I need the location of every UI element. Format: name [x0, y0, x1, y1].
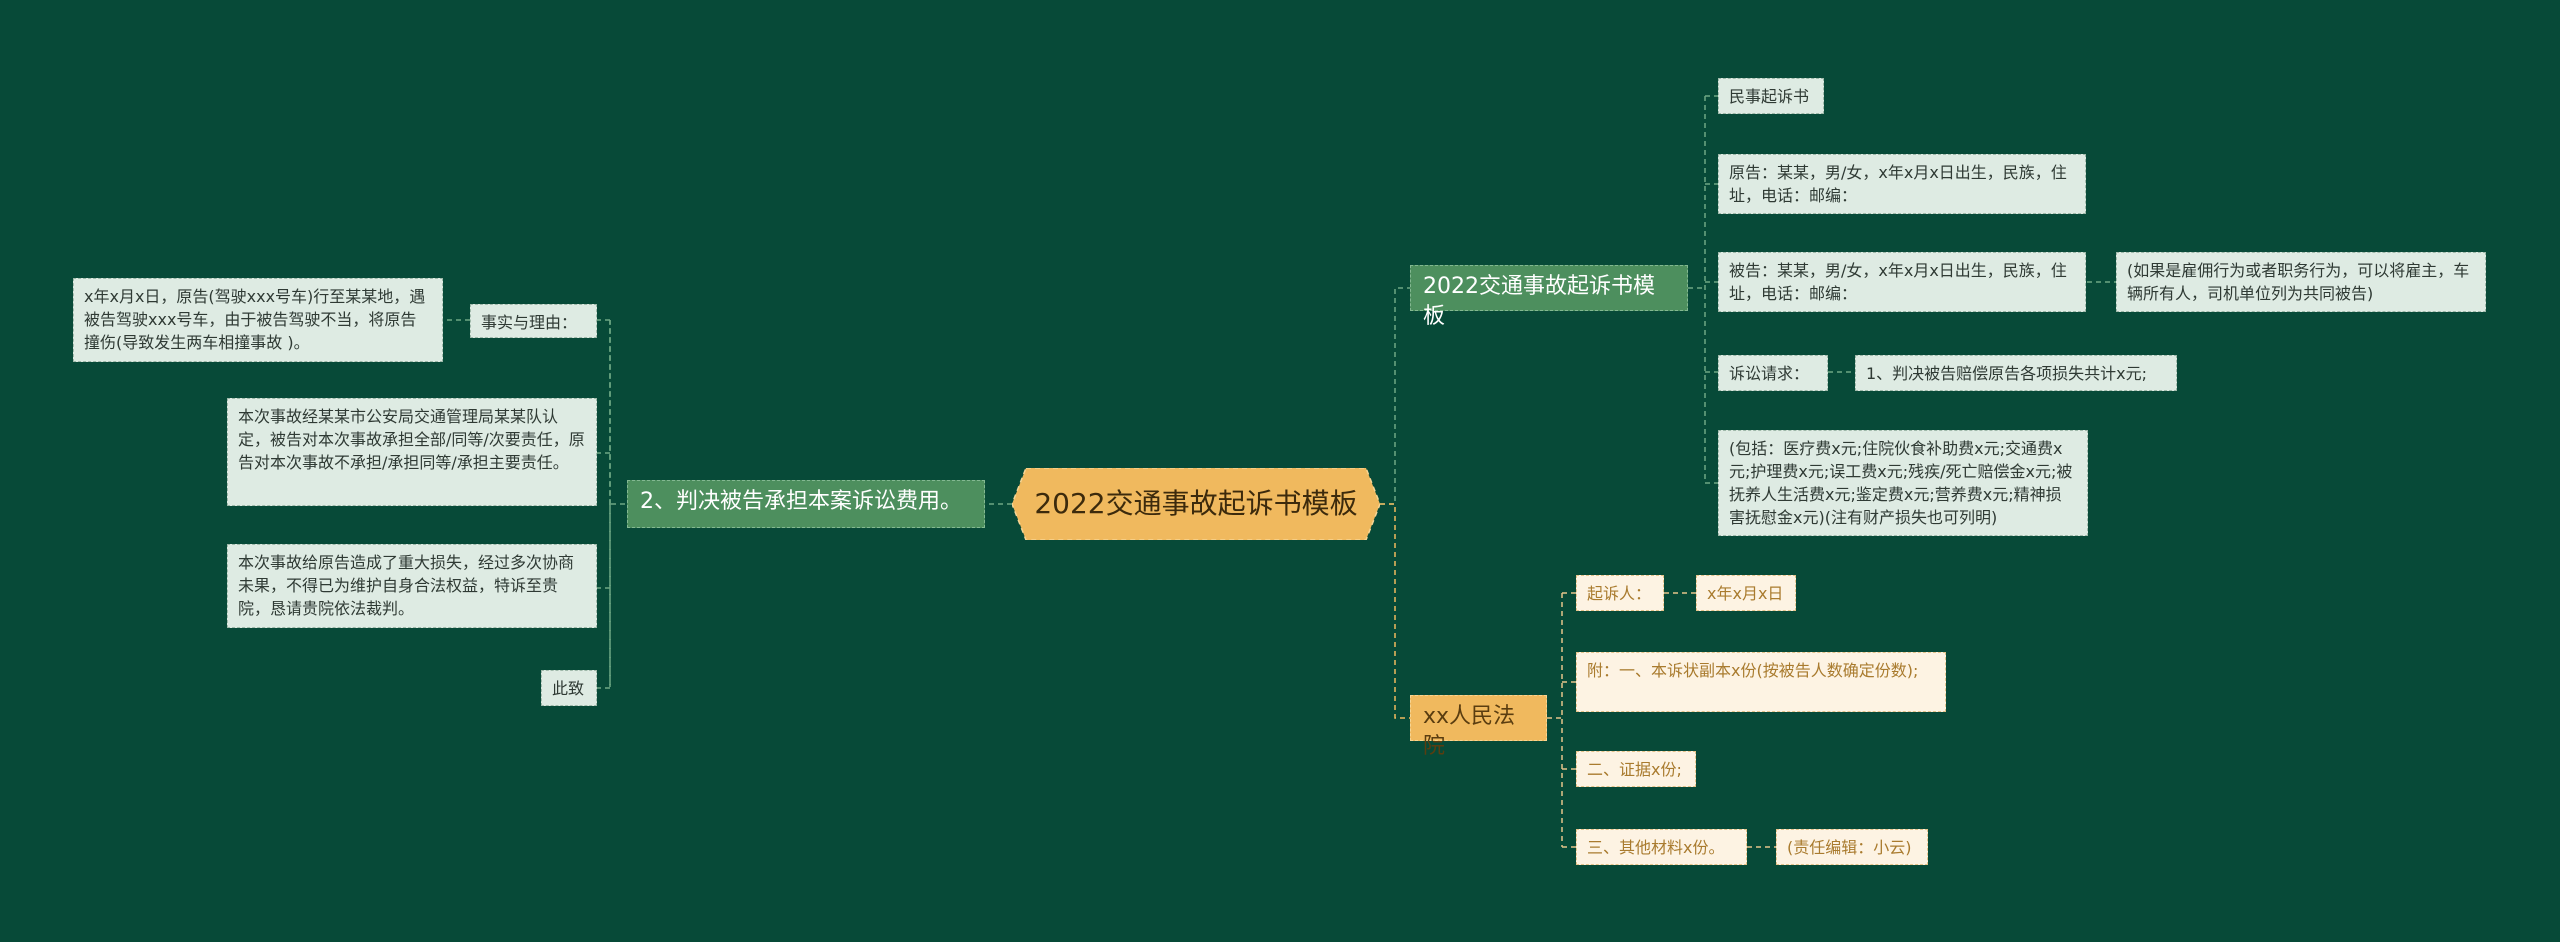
loss-text[interactable]: 本次事故给原告造成了重大损失，经过多次协商未果，不得已为维护自身合法权益，特诉至…	[227, 544, 597, 628]
plaintiff-info[interactable]: 原告：某某，男/女，x年x月x日出生，民族，住址，电话：邮编：	[1718, 154, 2086, 214]
doc-title[interactable]: 民事起诉书	[1718, 78, 1824, 114]
fact-reason-label[interactable]: 事实与理由：	[470, 304, 597, 338]
claim-label[interactable]: 诉讼请求：	[1718, 355, 1828, 391]
defendant-note[interactable]: (如果是雇佣行为或者职务行为，可以将雇主，车辆所有人，司机单位列为共同被告)	[2116, 252, 2486, 312]
closing-text[interactable]: 此致	[541, 670, 597, 706]
center-hexagon-shape	[1012, 468, 1380, 540]
editor-note[interactable]: (责任编辑：小云)	[1776, 829, 1928, 865]
branch-litigation-cost-label: 2、判决被告承担本案诉讼费用。	[640, 489, 962, 514]
branch-court-label: xx人民法院	[1423, 704, 1516, 759]
responsibility-text[interactable]: 本次事故经某某市公安局交通管理局某某队认定，被告对本次事故承担全部/同等/次要责…	[227, 398, 597, 506]
center-topic-label: 2022交通事故起诉书模板	[1034, 487, 1358, 520]
center-topic[interactable]: 2022交通事故起诉书模板	[1012, 468, 1380, 540]
branch-template-label: 2022交通事故起诉书模板	[1423, 274, 1655, 329]
attachment-1[interactable]: 附：一、本诉状副本x份(按被告人数确定份数);	[1576, 652, 1946, 712]
branch-template[interactable]: 2022交通事故起诉书模板	[1410, 265, 1688, 329]
attachment-2[interactable]: 二、证据x份;	[1576, 751, 1696, 787]
attachment-3[interactable]: 三、其他材料x份。	[1576, 829, 1747, 865]
branch-court[interactable]: xx人民法院	[1410, 695, 1547, 759]
claim-1[interactable]: 1、判决被告赔偿原告各项损失共计x元;	[1855, 355, 2177, 391]
plaintiff-sign[interactable]: 起诉人：	[1576, 575, 1664, 611]
sign-date[interactable]: x年x月x日	[1696, 575, 1796, 611]
branch-litigation-cost[interactable]: 2、判决被告承担本案诉讼费用。	[627, 480, 985, 528]
defendant-info[interactable]: 被告：某某，男/女，x年x月x日出生，民族，住址，电话：邮编：	[1718, 252, 2086, 312]
fact-text[interactable]: x年x月x日，原告(驾驶xxx号车)行至某某地，遇被告驾驶xxx号车，由于被告驾…	[73, 278, 443, 362]
claim-detail[interactable]: (包括：医疗费x元;住院伙食补助费x元;交通费x元;护理费x元;误工费x元;残疾…	[1718, 430, 2088, 536]
